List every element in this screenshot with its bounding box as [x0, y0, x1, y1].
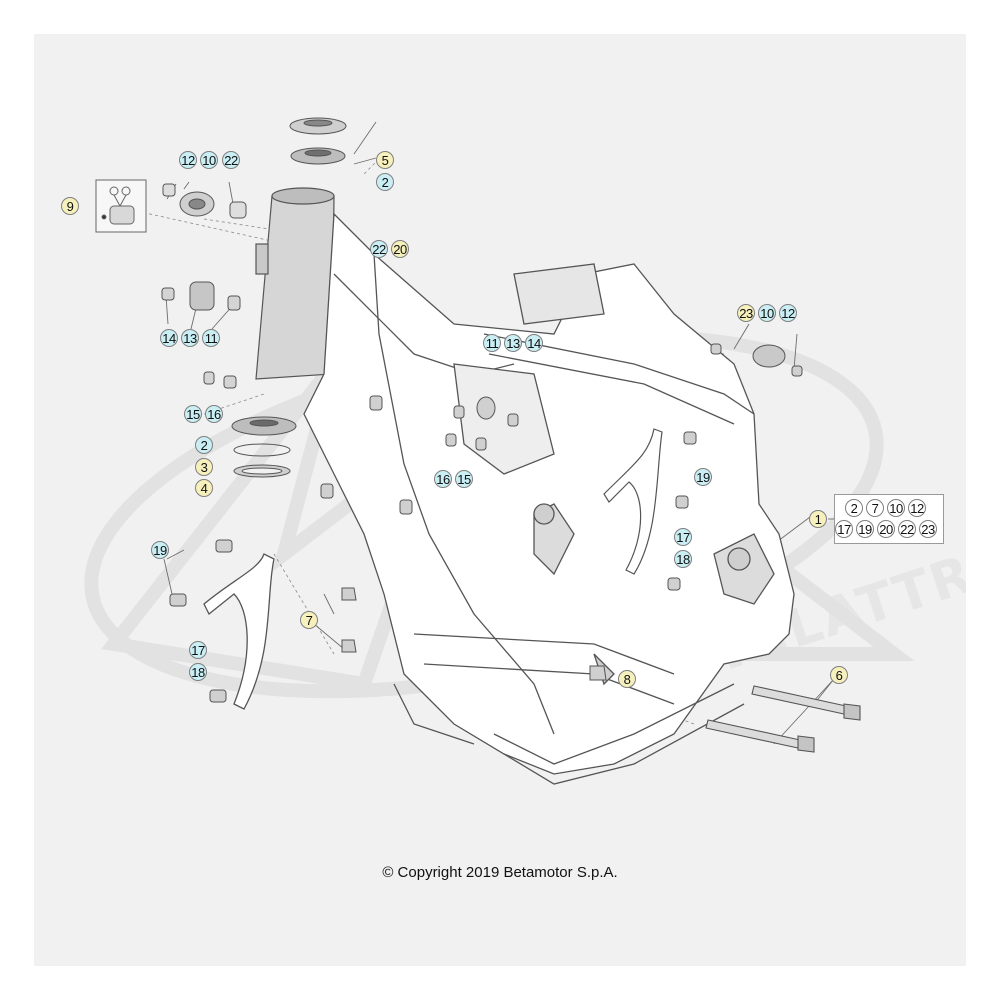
callout-13: 13	[504, 334, 522, 352]
steering-bearings-lower	[231, 416, 297, 478]
callout-23: 23	[737, 304, 755, 322]
callout-20: 20	[391, 240, 409, 258]
frame-drawing	[84, 117, 915, 785]
kit-item: 20	[877, 520, 895, 538]
callout-11: 11	[483, 334, 501, 352]
callout-17: 17	[674, 528, 692, 546]
frame-bolts	[169, 343, 803, 703]
callout-19: 19	[694, 468, 712, 486]
callout-22: 22	[222, 151, 240, 169]
callout-7: 7	[300, 611, 318, 629]
callout-6: 6	[830, 666, 848, 684]
long-bolts	[705, 685, 861, 753]
callout-14: 14	[525, 334, 543, 352]
kit-item: 23	[919, 520, 937, 538]
callout-16: 16	[434, 470, 452, 488]
callout-2-bearing: 2	[195, 436, 213, 454]
callout-16: 16	[205, 405, 223, 423]
callout-1: 1	[809, 510, 827, 528]
left-spacers	[161, 281, 241, 389]
callout-8: 8	[618, 670, 636, 688]
kit-item: 12	[908, 499, 926, 517]
kit-item: 2	[845, 499, 863, 517]
kit-contents-box: 2 7 10 12 17 19 20 22 23	[834, 494, 944, 544]
callout-15: 15	[184, 405, 202, 423]
callout-17: 17	[189, 641, 207, 659]
callout-18: 18	[674, 550, 692, 568]
callout-4: 4	[195, 479, 213, 497]
kit-item: 19	[856, 520, 874, 538]
kit-item: 10	[887, 499, 905, 517]
callout-10: 10	[200, 151, 218, 169]
copyright-text: © Copyright 2019 Betamotor S.p.A.	[382, 864, 618, 881]
left-bracket	[203, 553, 275, 710]
steering-head	[255, 187, 335, 380]
callout-18: 18	[189, 663, 207, 681]
callout-12: 12	[779, 304, 797, 322]
kit-item: 22	[898, 520, 916, 538]
callout-14: 14	[160, 329, 178, 347]
callout-10: 10	[758, 304, 776, 322]
callout-11: 11	[202, 329, 220, 347]
callout-12: 12	[179, 151, 197, 169]
steering-bearings-top	[289, 117, 347, 165]
callout-19: 19	[151, 541, 169, 559]
callout-15: 15	[455, 470, 473, 488]
callout-5: 5	[376, 151, 394, 169]
kit-leader	[828, 518, 834, 520]
callout-2-top: 2	[376, 173, 394, 191]
diagram-canvas: WWW.LATTRICMOTO.FR	[34, 34, 966, 966]
kit-item: 7	[866, 499, 884, 517]
callout-3: 3	[195, 458, 213, 476]
callout-22: 22	[370, 240, 388, 258]
main-frame	[303, 212, 795, 785]
callout-9: 9	[61, 197, 79, 215]
key-switch-part	[95, 179, 147, 233]
top-left-small-parts	[162, 183, 247, 219]
right-bracket	[603, 428, 663, 575]
kit-item: 17	[835, 520, 853, 538]
callout-13: 13	[181, 329, 199, 347]
